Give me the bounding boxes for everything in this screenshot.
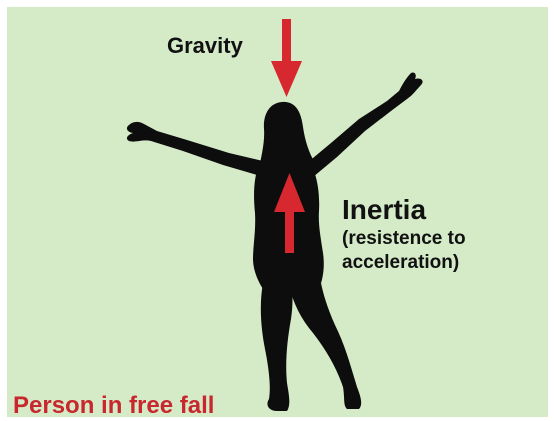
arrow-down-icon	[271, 19, 302, 97]
left-leg-shape	[261, 283, 293, 411]
left-arm-shape	[127, 122, 263, 175]
diagram-canvas	[7, 7, 548, 417]
inertia-note-line2: acceleration)	[342, 251, 466, 275]
gravity-label: Gravity	[167, 33, 243, 59]
right-leg-shape	[289, 283, 361, 409]
inertia-label: Inertia	[342, 194, 426, 226]
diagram-panel: Gravity Inertia (resistence to accelerat…	[7, 7, 548, 417]
diagram-caption: Person in free fall	[13, 392, 214, 417]
inertia-note-line1: (resistence to	[342, 227, 466, 251]
right-arm-shape	[307, 72, 423, 177]
inertia-note: (resistence to acceleration)	[342, 227, 466, 275]
